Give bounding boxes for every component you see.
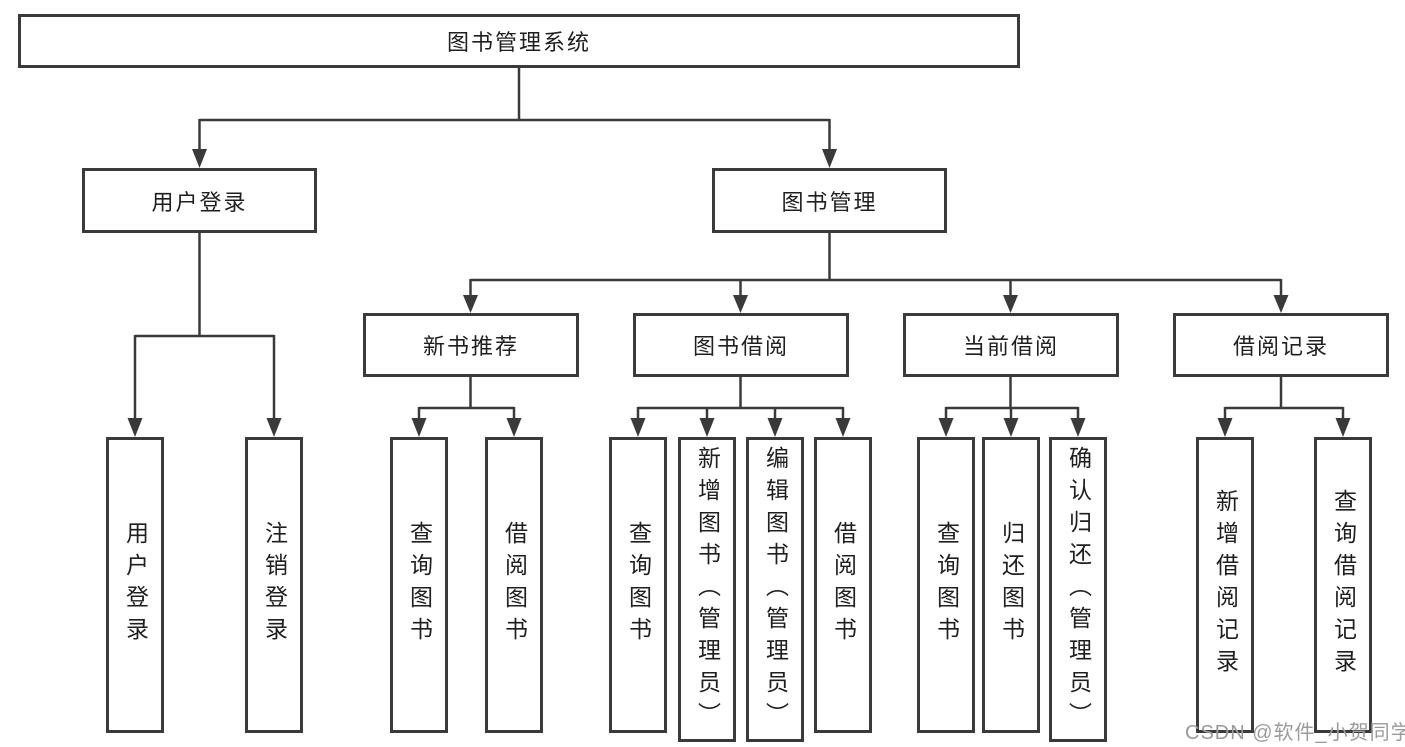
leaf-label: 借阅图书 — [830, 521, 857, 649]
leaf-query-books-current: 查询图书 — [917, 437, 975, 733]
leaf-label: 查询图书 — [933, 521, 960, 649]
leaf-label: 注销登录 — [261, 521, 288, 649]
leaf-query-borrow-record: 查询借阅记录 — [1314, 437, 1372, 733]
leaf-label: 查询借阅记录 — [1330, 489, 1357, 681]
node-label: 用户登录 — [151, 189, 248, 215]
leaf-edit-book-admin: 编辑图书（管理员） — [746, 437, 804, 742]
csdn-watermark: CSDN @软件_小贺同学 — [1185, 722, 1405, 744]
node-borrow-records: 借阅记录 — [1173, 313, 1389, 377]
connector-root-to-level2 — [192, 68, 837, 168]
leaf-label: 新增图书（管理员） — [694, 445, 721, 734]
leaf-label: 归还图书 — [998, 521, 1025, 649]
leaf-borrow-books: 借阅图书 — [814, 437, 872, 733]
connector-current-borrow-children — [938, 377, 1086, 437]
node-current-borrow: 当前借阅 — [903, 313, 1119, 377]
connector-book-borrow-children — [630, 377, 851, 437]
node-label: 图书管理 — [781, 189, 878, 215]
node-label: 借阅记录 — [1232, 334, 1329, 359]
connector-book-management-sections — [463, 233, 1289, 313]
node-label: 新书推荐 — [422, 334, 519, 359]
leaf-label: 用户登录 — [122, 521, 149, 649]
leaf-add-book-admin: 新增图书（管理员） — [678, 437, 736, 742]
leaf-label: 查询图书 — [625, 521, 652, 649]
node-book-management: 图书管理 — [712, 168, 947, 233]
leaf-label: 借阅图书 — [501, 521, 528, 649]
leaf-borrow-books-recommend: 借阅图书 — [485, 437, 543, 733]
connector-new-book-children — [411, 377, 522, 437]
leaf-label: 查询图书 — [406, 521, 433, 649]
leaf-label: 新增借阅记录 — [1212, 489, 1239, 681]
node-label: 图书借阅 — [692, 334, 789, 359]
node-book-borrow: 图书借阅 — [633, 313, 849, 377]
node-library-management-system: 图书管理系统 — [18, 14, 1020, 68]
node-new-book-recommend: 新书推荐 — [363, 313, 579, 377]
leaf-add-borrow-record: 新增借阅记录 — [1196, 437, 1254, 733]
leaf-label: 确认归还（管理员） — [1065, 445, 1092, 734]
leaf-user-login: 用户登录 — [106, 437, 164, 733]
leaf-query-books-recommend: 查询图书 — [390, 437, 448, 733]
node-user-login: 用户登录 — [82, 168, 317, 233]
leaf-query-books-borrow: 查询图书 — [609, 437, 667, 733]
leaf-label: 编辑图书（管理员） — [762, 445, 789, 734]
node-label: 当前借阅 — [962, 334, 1059, 359]
node-label: 图书管理系统 — [446, 30, 591, 55]
leaf-logout: 注销登录 — [245, 437, 303, 733]
leaf-return-book: 归还图书 — [982, 437, 1040, 733]
connector-user-login-children — [127, 233, 282, 437]
leaf-confirm-return-admin: 确认归还（管理员） — [1049, 437, 1107, 742]
connector-borrow-records-children — [1217, 377, 1351, 437]
